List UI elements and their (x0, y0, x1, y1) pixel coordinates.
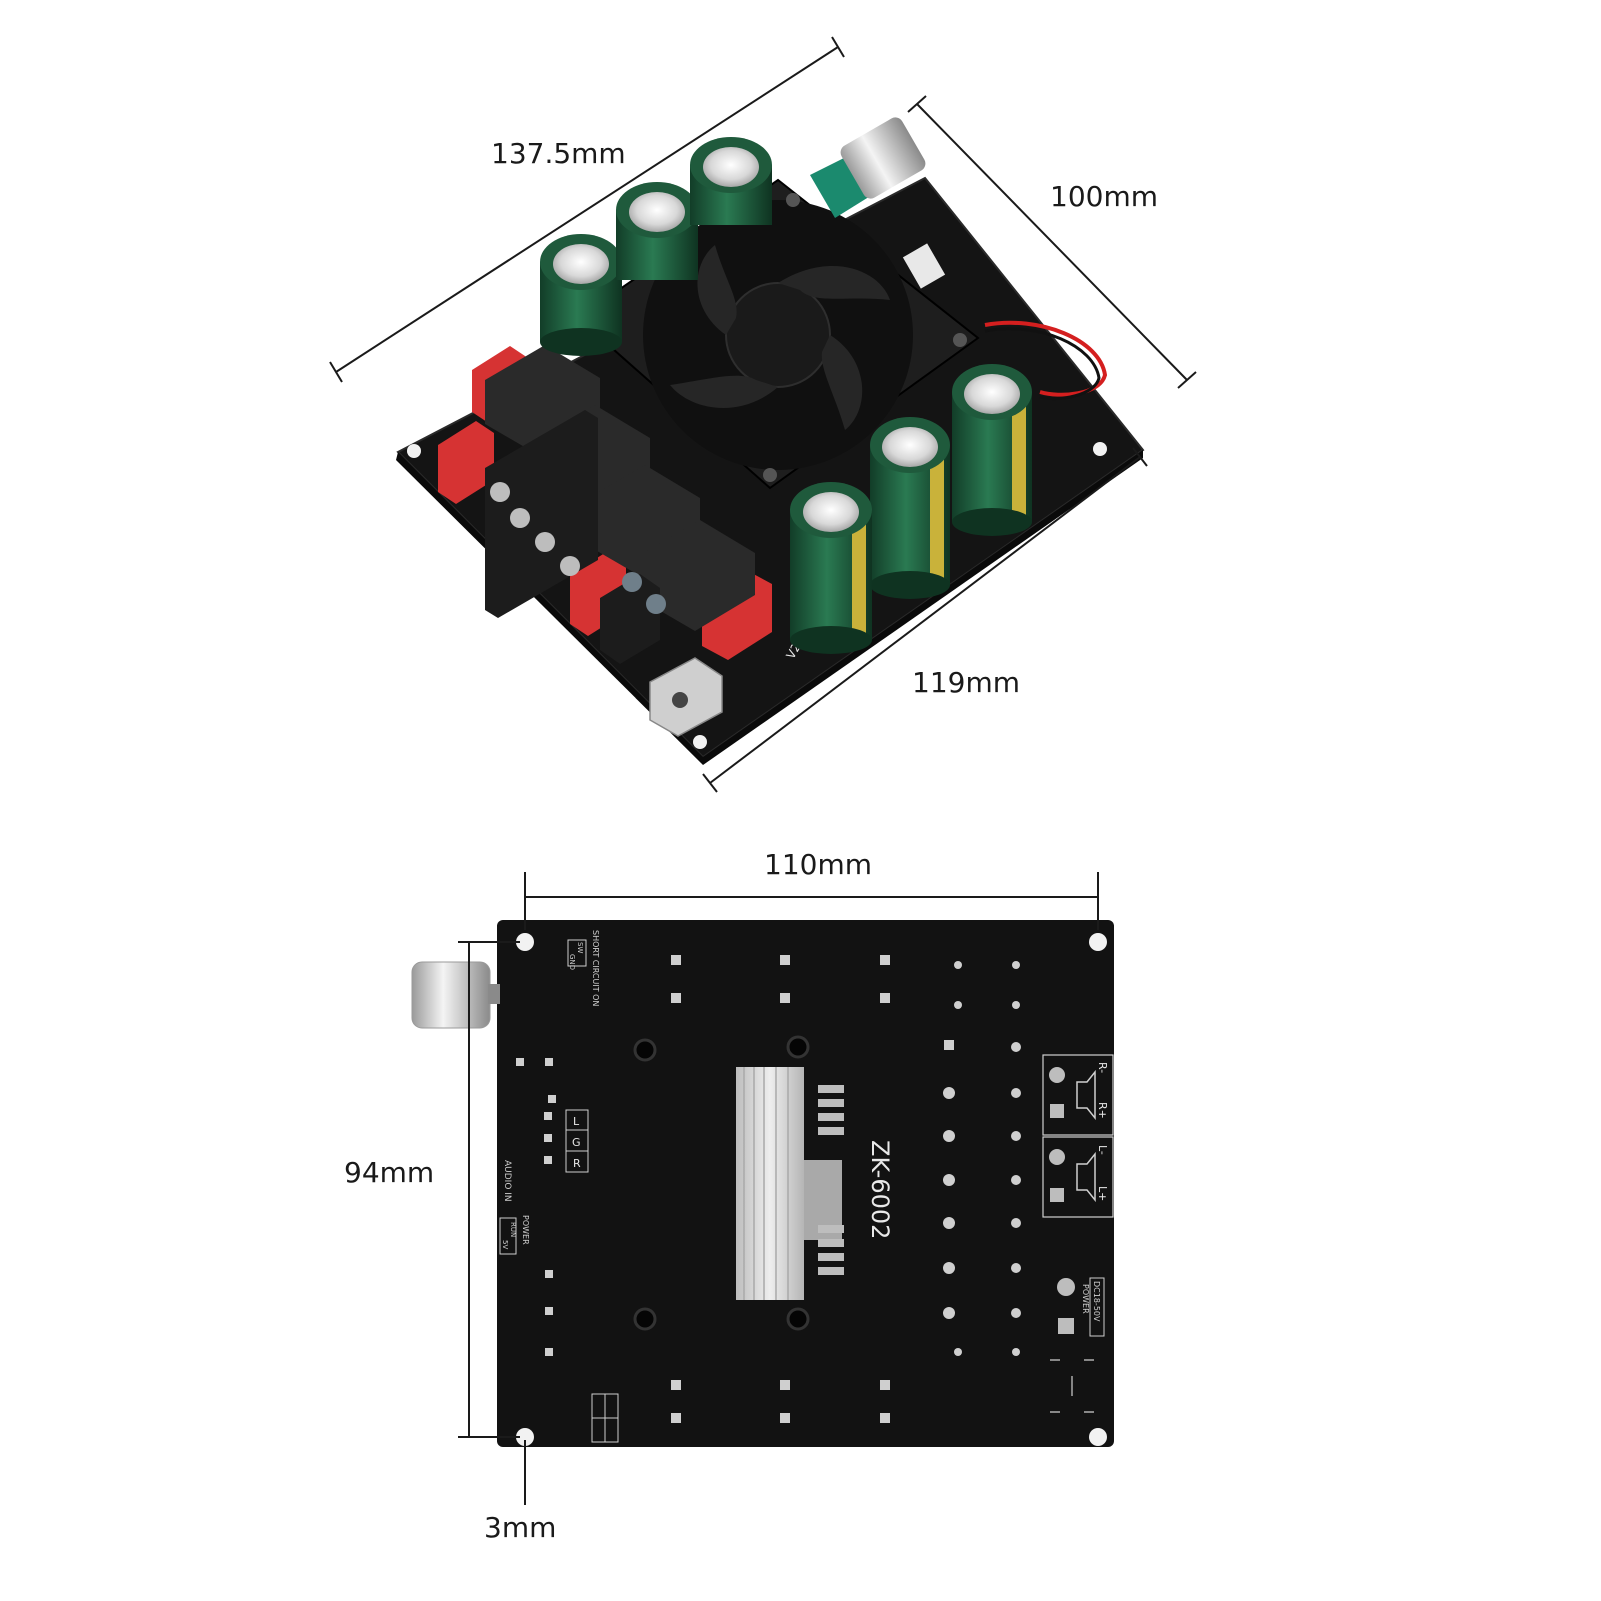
bottom-dimension-lines (458, 872, 1099, 1505)
heatsink-bolts (633, 1035, 810, 1331)
power-input-pads: POWER DC18-50V (1057, 1277, 1105, 1337)
volume-knob (810, 117, 926, 218)
dimension-bottom-height-label: 94mm (344, 1156, 434, 1189)
capacitors-back (540, 137, 772, 356)
fan-connector (902, 243, 1108, 401)
input-pin-g: G (572, 1136, 581, 1149)
corner-outline (1050, 1359, 1094, 1413)
power-input-label: POWER (1081, 1284, 1090, 1314)
sw-label: SW (576, 942, 584, 953)
speaker-output-right: R- R+ (1042, 1054, 1114, 1136)
dim-line-front (709, 456, 1141, 784)
model-label: ZK-6002 (866, 1140, 894, 1239)
dimension-front-label: 119mm (912, 666, 1020, 699)
audio-in-label: AUDIO IN (502, 1160, 512, 1202)
ic-pads (818, 1085, 844, 1275)
mount-hole (1089, 933, 1107, 951)
run-label: RUN (509, 1222, 517, 1237)
dimension-bottom-width-label: 110mm (764, 848, 872, 881)
gnd-label: GND (568, 954, 576, 970)
top-pcb-edge (396, 452, 703, 765)
bottom-view-board: ZK-6002 (411, 920, 1114, 1447)
dc-range-label: DC18-50V (1092, 1281, 1101, 1322)
mount-hole (693, 735, 707, 749)
mount-hole (407, 444, 421, 458)
dimension-length-label: 137.5mm (491, 137, 626, 170)
mount-hole (1089, 1428, 1107, 1446)
top-dimension-lines (329, 36, 1197, 793)
audio-input-pads: L G R (544, 1109, 589, 1173)
input-pin-l: L (573, 1115, 580, 1128)
heatsink (736, 1067, 804, 1300)
right-minus-label: R- (1096, 1062, 1109, 1073)
solder-points (516, 955, 1021, 1423)
dim-line-width (916, 103, 1188, 381)
top-view-board: V2 (396, 117, 1145, 765)
mount-hole (1093, 442, 1107, 456)
dimension-width-label: 100mm (1050, 180, 1158, 213)
short-circuit-label: SHORT CIRCUIT ON (591, 930, 600, 1006)
mount-hole (516, 933, 534, 951)
mount-hole (516, 1428, 534, 1446)
dimension-hole-offset-label: 3mm (484, 1511, 556, 1544)
input-pin-r: R (573, 1157, 581, 1170)
bottom-volume-knob (411, 961, 500, 1029)
power-led-label: POWER (521, 1215, 530, 1245)
speaker-screw-terminals (485, 410, 666, 664)
5v-label: 5V (501, 1240, 509, 1249)
dim-line-length (335, 46, 839, 373)
left-plus-label: L+ (1096, 1186, 1109, 1201)
right-plus-label: R+ (1096, 1102, 1109, 1119)
left-minus-label: L- (1096, 1145, 1109, 1155)
speaker-output-left: L- L+ (1042, 1136, 1114, 1218)
capacitors-front (790, 364, 1032, 654)
